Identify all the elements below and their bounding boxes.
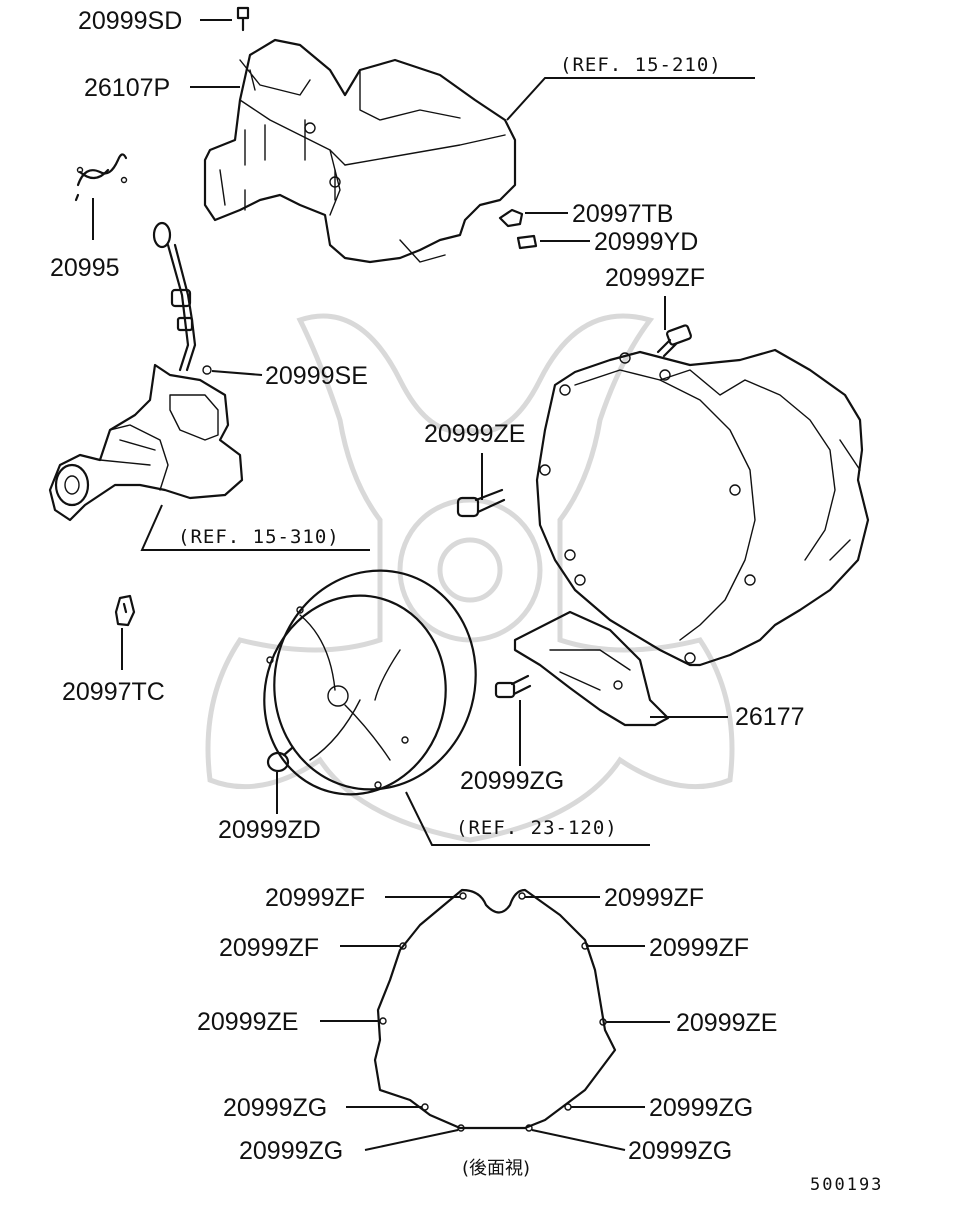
label-rear-zf-right-2: 20999ZF bbox=[649, 934, 749, 962]
label-rear-zg-right-1: 20999ZG bbox=[649, 1094, 753, 1122]
bolt-20999ZG-icon bbox=[494, 674, 532, 699]
label-20999SD: 20999SD bbox=[78, 7, 182, 35]
watermark-emblem bbox=[205, 313, 735, 843]
rear-view-caption: (後面視) bbox=[462, 1158, 530, 1179]
label-rear-ze-right: 20999ZE bbox=[676, 1009, 777, 1037]
label-26107P: 26107P bbox=[84, 74, 170, 102]
label-rear-zg-left-1: 20999ZG bbox=[223, 1094, 327, 1122]
drive-plate-drawing bbox=[263, 569, 477, 796]
diagram-code: 500193 bbox=[810, 1175, 883, 1195]
bolt-20999YD-icon bbox=[516, 234, 538, 250]
label-20999SE: 20999SE bbox=[265, 362, 368, 390]
transmission-bracket-drawing bbox=[203, 38, 517, 264]
clip-20997TC-icon bbox=[114, 594, 136, 627]
label-rear-zf-left-1: 20999ZF bbox=[265, 884, 365, 912]
bolt-20999ZE-icon bbox=[456, 488, 506, 518]
label-rear-ze-left: 20999ZE bbox=[197, 1008, 298, 1036]
label-20997TC: 20997TC bbox=[62, 678, 165, 706]
throttle-assembly-drawing bbox=[48, 363, 244, 522]
label-20995: 20995 bbox=[50, 254, 120, 282]
rear-view-outline bbox=[373, 888, 617, 1132]
ref-15-210: (REF. 15-210) bbox=[560, 54, 722, 76]
bolt-20999SD-icon bbox=[236, 6, 250, 32]
label-20997TB: 20997TB bbox=[572, 200, 673, 228]
dipstick-drawing bbox=[152, 221, 197, 372]
leader-lines bbox=[92, 19, 755, 1151]
bolt-20999ZD-icon bbox=[266, 746, 294, 773]
label-rear-zg-right-2: 20999ZG bbox=[628, 1137, 732, 1165]
label-rear-zf-right-1: 20999ZF bbox=[604, 884, 704, 912]
label-rear-zf-left-2: 20999ZF bbox=[219, 934, 319, 962]
label-26177: 26177 bbox=[735, 703, 805, 731]
ref-23-120: (REF. 23-120) bbox=[456, 817, 618, 839]
ref-15-310: (REF. 15-310) bbox=[178, 526, 340, 548]
clip-20997TB-icon bbox=[498, 208, 524, 228]
label-rear-zg-left-2: 20999ZG bbox=[239, 1137, 343, 1165]
label-20999ZF-top: 20999ZF bbox=[605, 264, 705, 292]
label-20999ZG-mid: 20999ZG bbox=[460, 767, 564, 795]
transmission-case-drawing bbox=[535, 348, 870, 667]
label-20999YD: 20999YD bbox=[594, 228, 698, 256]
label-20999ZE-mid: 20999ZE bbox=[424, 420, 525, 448]
label-20999ZD: 20999ZD bbox=[218, 816, 321, 844]
bolt-20999ZF-icon bbox=[656, 324, 692, 358]
clip-20995-icon bbox=[74, 153, 128, 202]
cover-plate-26177-drawing bbox=[513, 610, 670, 727]
